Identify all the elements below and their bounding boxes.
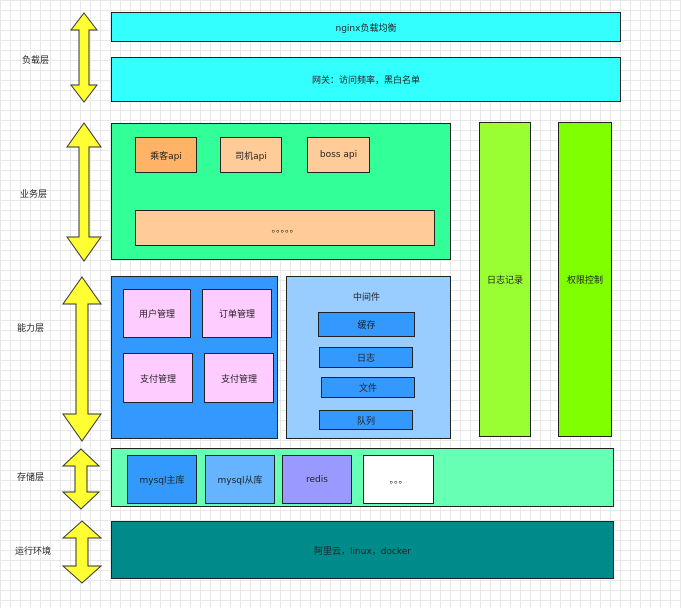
layer-label-business: 业务层 (20, 190, 48, 200)
double-arrow-capability (62, 276, 102, 442)
queue-label: 队列 (356, 416, 375, 427)
layer-label-runtime: 运行环境 (15, 547, 52, 557)
business-more-label: 。。。。。 (271, 224, 299, 235)
driver-api-label: 司机api (235, 151, 267, 162)
gateway-box: 网关：访问频率，黑白名单 (111, 57, 621, 102)
user-management-label: 用户管理 (138, 310, 175, 320)
layer-label-capability: 能力层 (17, 324, 45, 334)
nginx-load-balancer-box: nginx负载均衡 (111, 12, 621, 42)
redis-box: redis (282, 455, 352, 504)
layer-label-load: 负载层 (22, 56, 50, 66)
cache-box: 缓存 (318, 312, 415, 337)
log-label: 日志 (356, 354, 375, 364)
payment-management-label-2: 支付管理 (220, 374, 257, 385)
boss-api-label: boss api (319, 150, 358, 160)
cache-label: 缓存 (357, 321, 376, 331)
mysql-slave-label: mysql从库 (217, 476, 263, 486)
passenger-api-box: 乘客api (135, 137, 197, 173)
boss-api-box: boss api (307, 137, 370, 173)
file-label: 文件 (358, 384, 377, 394)
double-arrow-runtime (62, 520, 102, 584)
queue-box: 队列 (319, 410, 413, 430)
passenger-api-label: 乘客api (150, 151, 182, 162)
redis-label: redis (306, 474, 328, 485)
storage-more-label: 。。。 (389, 476, 408, 486)
payment-management-box-2: 支付管理 (204, 353, 274, 403)
payment-management-box-1: 支付管理 (123, 353, 193, 403)
storage-more-box: 。。。 (363, 455, 434, 504)
mysql-master-label: mysql主库 (139, 476, 185, 486)
log-box: 日志 (319, 347, 413, 368)
order-management-box: 订单管理 (202, 289, 272, 338)
gateway-label: 网关：访问频率，黑白名单 (311, 76, 420, 86)
double-arrow-business (66, 122, 102, 262)
permission-control-label: 权限控制 (566, 276, 603, 286)
driver-api-box: 司机api (220, 137, 282, 173)
business-more-box: 。。。。。 (135, 210, 435, 246)
double-arrow-load (70, 12, 98, 103)
log-record-box: 日志记录 (479, 122, 531, 437)
nginx-label: nginx负载均衡 (335, 23, 397, 34)
mysql-slave-box: mysql从库 (205, 455, 275, 504)
payment-management-label-1: 支付管理 (139, 374, 176, 385)
middleware-title: 中间件 (353, 293, 381, 303)
mysql-master-box: mysql主库 (127, 455, 197, 504)
runtime-env-label: 阿里云，linux，docker (313, 546, 412, 557)
log-record-label: 日志记录 (486, 276, 523, 286)
user-management-box: 用户管理 (123, 289, 191, 338)
layer-label-storage: 存储层 (17, 473, 45, 483)
runtime-env-box: 阿里云，linux，docker (111, 521, 614, 579)
permission-control-box: 权限控制 (558, 122, 612, 437)
double-arrow-storage (62, 448, 100, 510)
file-box: 文件 (321, 377, 415, 398)
order-management-label: 订单管理 (218, 310, 255, 320)
